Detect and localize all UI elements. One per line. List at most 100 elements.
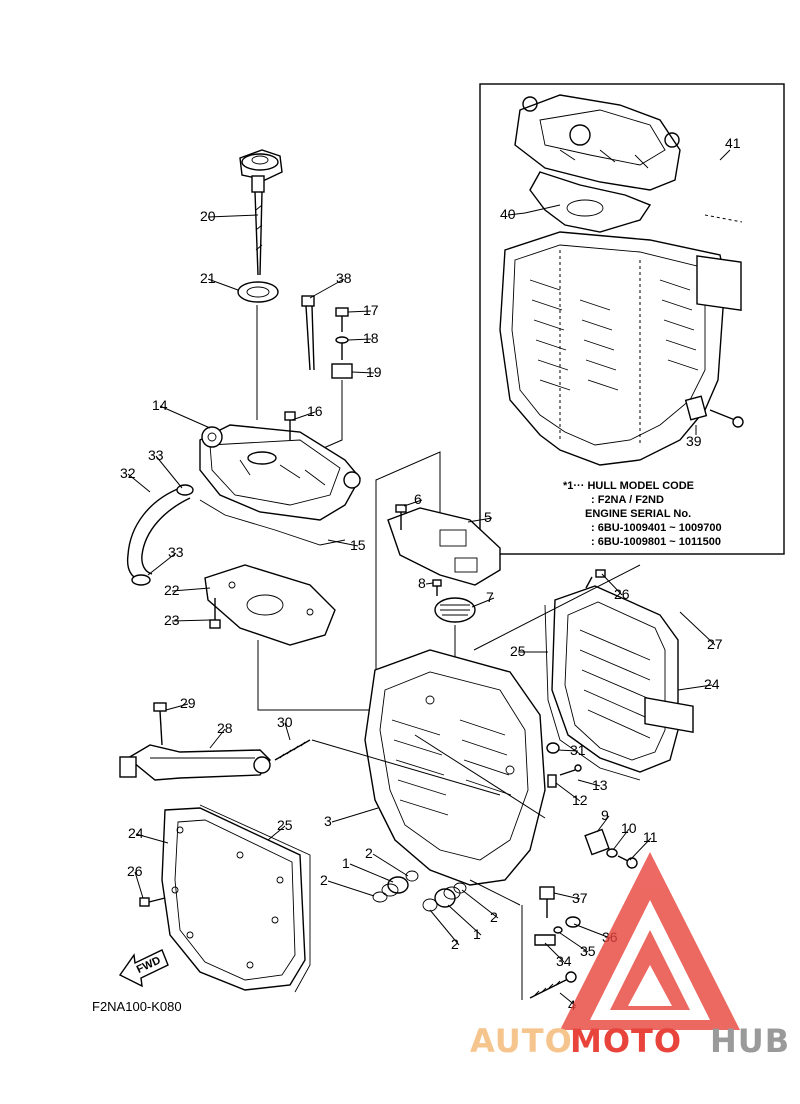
cover-24-left	[161, 807, 306, 991]
callout-34: 34	[556, 953, 572, 969]
callout-2: 2	[490, 909, 498, 925]
clip-19	[331, 363, 353, 379]
callout-leader-2	[461, 889, 499, 919]
inset-panel: *1··· HULL MODEL CODE : F2NA / F2ND ENGI…	[479, 83, 785, 555]
callout-leader-33	[155, 455, 183, 489]
callout-24: 24	[704, 676, 720, 692]
callout-26: 26	[127, 863, 143, 879]
cover-14	[199, 411, 361, 521]
callout-7: 7	[486, 589, 494, 605]
inset-main-body	[499, 231, 726, 466]
oring-2-left	[372, 870, 419, 903]
callout-leader-5	[467, 517, 493, 523]
bolt-17	[335, 307, 349, 332]
callout-37: 37	[572, 890, 588, 906]
cable-tie-38	[301, 295, 315, 371]
callout-18: 18	[363, 330, 379, 346]
watermark-logo	[560, 852, 740, 1030]
stud-4	[529, 971, 577, 999]
inset-note: *1··· HULL MODEL CODE : F2NA / F2ND ENGI…	[563, 480, 722, 548]
callout-leader-2	[429, 909, 460, 946]
callout-leader-26	[601, 573, 623, 596]
bolt-31	[546, 742, 560, 754]
callout-9: 9	[601, 807, 609, 823]
inset-cylinder-head	[514, 94, 681, 191]
seal-1-right	[434, 886, 461, 908]
callout-33: 33	[148, 447, 164, 463]
callout-27: 27	[707, 636, 723, 652]
watermark-auto: AUTO	[470, 1022, 573, 1060]
seal-1-left	[381, 876, 409, 897]
note-line-5: : 6BU-1009801 ~ 1011500	[591, 536, 721, 548]
callout-17: 17	[363, 302, 379, 318]
callout-leader-38	[309, 278, 345, 299]
bolt-26-left	[139, 897, 166, 907]
plate-22	[204, 564, 336, 646]
callout-16: 16	[307, 403, 323, 419]
callout-32: 32	[120, 465, 136, 481]
callout-40: 40	[500, 206, 516, 222]
callout-6: 6	[414, 491, 422, 507]
callout-41: 41	[725, 135, 741, 151]
callout-25: 25	[510, 643, 526, 659]
gasket-25-right	[544, 604, 641, 781]
callout-leader-8	[425, 582, 434, 585]
watermark: AUTO MOTO HUB	[470, 852, 790, 1060]
seal-21	[237, 281, 279, 303]
callout-leader-34	[544, 942, 565, 963]
note-line-4: : 6BU-1009401 ~ 1009700	[591, 522, 722, 534]
callout-24: 24	[128, 825, 144, 841]
callout-8: 8	[418, 575, 426, 591]
bolt-23	[209, 598, 221, 629]
callout-leader-3	[331, 807, 379, 823]
inset-gasket	[529, 171, 652, 233]
callout-leader-30	[284, 722, 291, 741]
gasket-15	[199, 499, 346, 546]
callout-2: 2	[365, 845, 373, 861]
callout-leader-16	[291, 411, 316, 421]
bolt-6	[395, 504, 407, 530]
callout-19: 19	[366, 364, 382, 380]
callout-leader-37	[553, 892, 581, 900]
callout-leader-1	[349, 863, 394, 883]
watermark-moto: MOTO	[570, 1022, 682, 1060]
callout-leader-14	[159, 405, 211, 429]
callout-11: 11	[643, 829, 658, 845]
callout-leader-17	[347, 310, 372, 313]
callout-33: 33	[168, 544, 184, 560]
callout-21: 21	[200, 270, 216, 286]
hose-32	[126, 487, 191, 581]
bolt-29	[153, 702, 167, 746]
callout-leader-28	[209, 728, 226, 749]
callout-26: 26	[614, 586, 630, 602]
label-27	[644, 696, 694, 734]
callout-2: 2	[320, 872, 328, 888]
callout-12: 12	[572, 792, 588, 808]
callout-leader-29	[165, 703, 189, 711]
callout-leader-11	[629, 837, 652, 861]
watermark-hub: HUB	[710, 1022, 790, 1060]
bolt-8	[432, 579, 442, 596]
main-body-3	[364, 649, 546, 886]
callout-14: 14	[152, 397, 168, 413]
callout-4: 4	[568, 997, 576, 1013]
callout-leader-22	[171, 587, 211, 592]
bracket-34	[534, 934, 556, 946]
callout-leader-24	[677, 684, 713, 691]
callout-35: 35	[580, 943, 596, 959]
washer-18	[335, 336, 349, 360]
callout-leader-31	[557, 749, 579, 752]
inset-clip	[684, 395, 744, 428]
cover-24-right	[551, 585, 679, 773]
note-line-3: ENGINE SERIAL No.	[585, 508, 691, 520]
stud-30	[274, 739, 311, 761]
callout-leader-25	[267, 825, 286, 841]
note-line-2: : F2NA / F2ND	[591, 494, 664, 506]
sensor-37	[539, 886, 555, 918]
clamp-33b	[131, 574, 151, 586]
callout-30: 30	[277, 714, 293, 730]
washer-35	[553, 926, 563, 934]
fwd-arrow: FWD	[118, 949, 169, 988]
figure-code: F2NA100-K080	[92, 999, 182, 1014]
